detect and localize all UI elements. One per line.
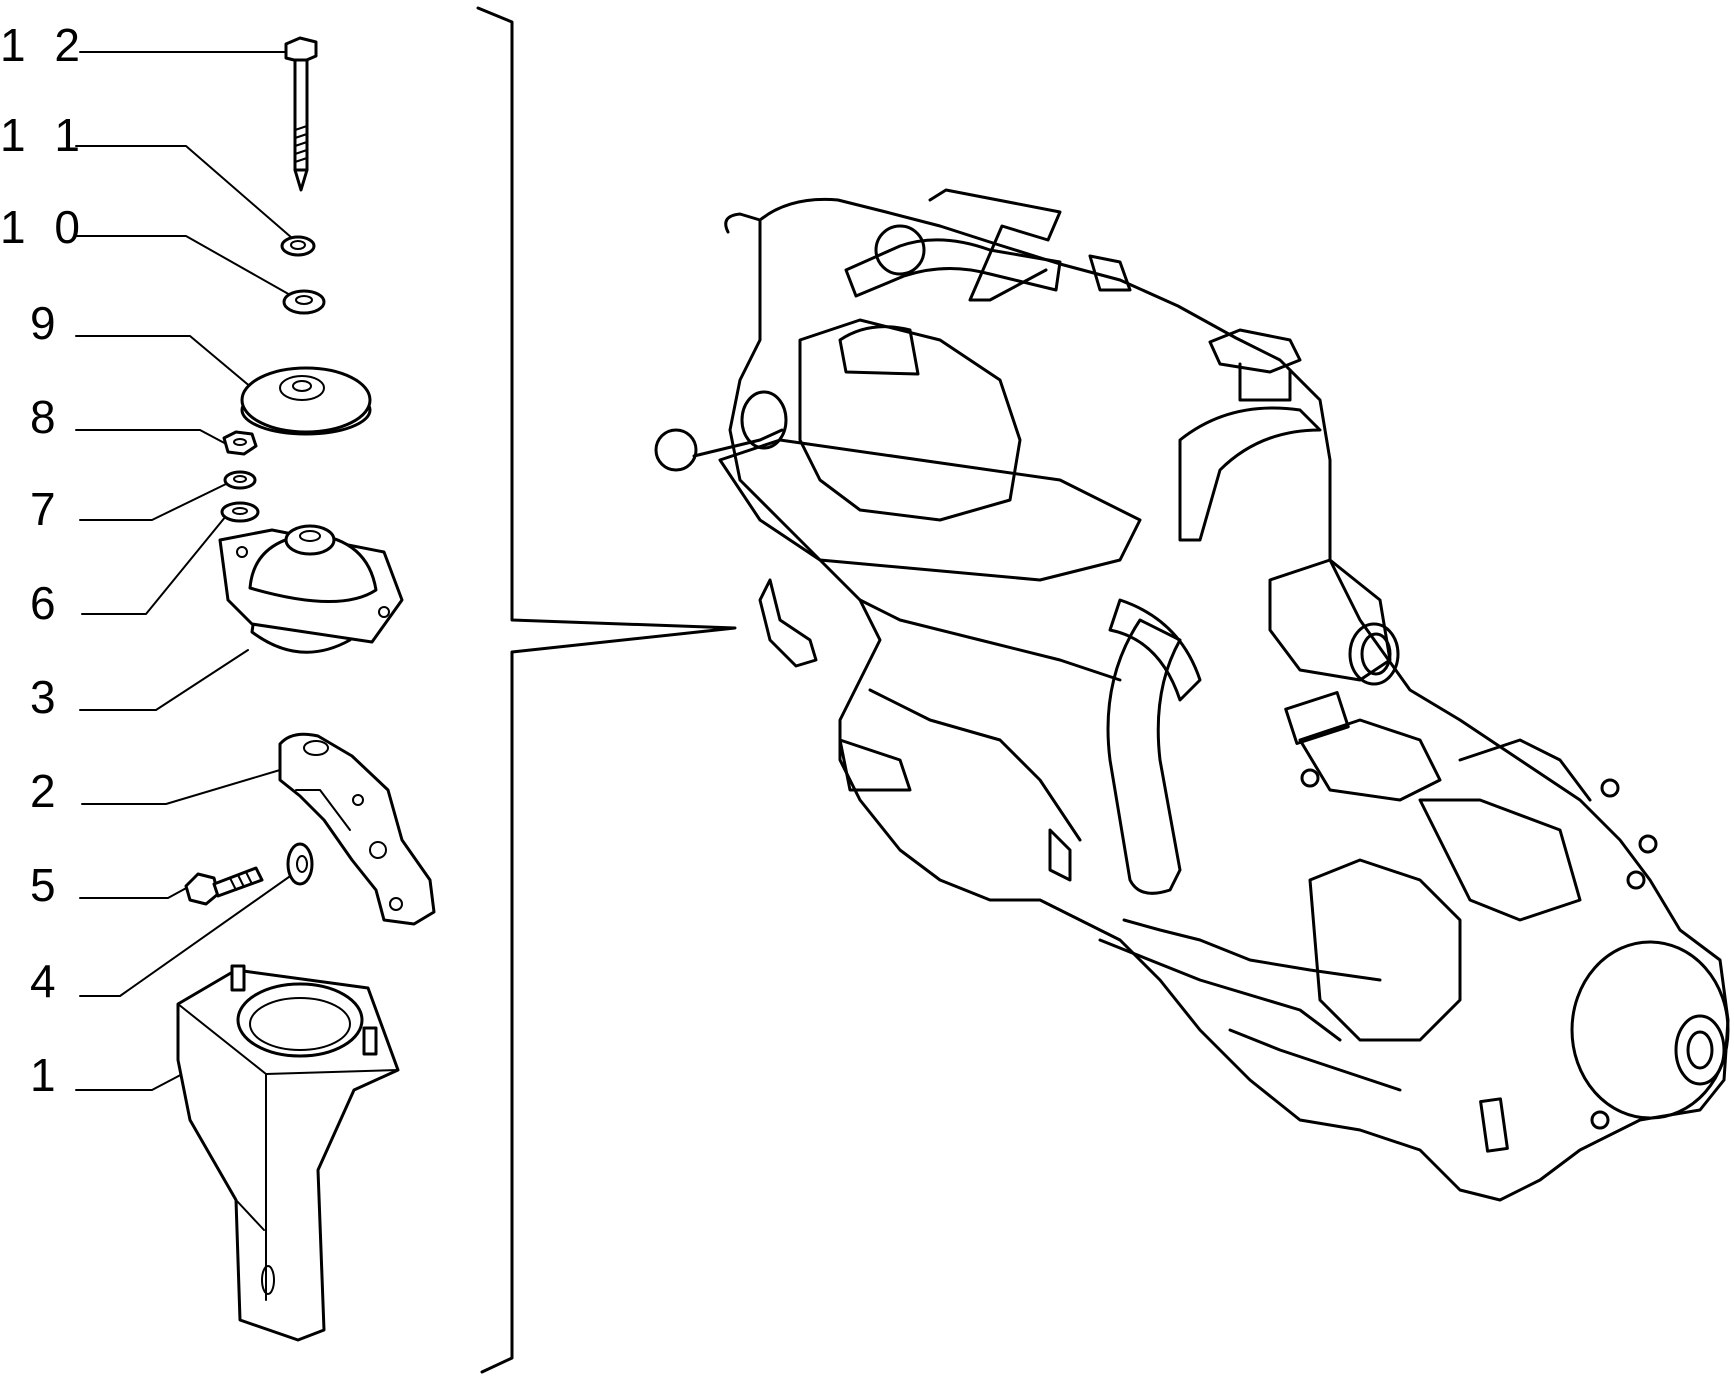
part-2-bracket <box>278 732 436 926</box>
part-1-mount-bracket <box>176 964 400 1342</box>
leader-line-3 <box>79 649 249 711</box>
callout-11: 1 1 <box>0 109 88 161</box>
part-10-washer <box>282 289 326 315</box>
callout-3: 3 <box>30 671 64 723</box>
leader-line-4 <box>79 871 297 997</box>
leader-line-8 <box>75 429 231 447</box>
part-11-lock-washer <box>280 235 316 257</box>
callout-1: 1 <box>30 1049 64 1101</box>
part-7-lock-washer <box>223 470 257 490</box>
part-9-rubber-cup <box>240 366 372 436</box>
leader-line-6 <box>81 515 227 615</box>
leader-line-10 <box>75 235 293 297</box>
part-12-bolt <box>284 36 318 192</box>
callout-8: 8 <box>30 391 64 443</box>
leader-line-5 <box>79 885 191 899</box>
callout-2: 2 <box>30 765 64 817</box>
callout-6: 6 <box>30 577 64 629</box>
leader-line-7 <box>79 483 227 521</box>
callout-12: 1 2 <box>0 19 88 71</box>
callout-4: 4 <box>30 955 64 1007</box>
dipstick-ring-icon <box>654 428 698 472</box>
leader-line-11 <box>75 145 293 239</box>
leader-line-2 <box>81 769 281 805</box>
part-5-bolt <box>184 866 264 906</box>
leader-line-1 <box>75 1069 191 1091</box>
engine-gearbox-assembly <box>654 188 1730 1202</box>
assembly-bracket <box>476 6 737 1374</box>
leader-line-9 <box>75 335 253 389</box>
part-3-rubber-mount <box>218 524 404 654</box>
callout-10: 1 0 <box>0 201 88 253</box>
part-4-washer <box>286 842 314 886</box>
leader-lines <box>75 51 297 1091</box>
callout-9: 9 <box>30 297 64 349</box>
part-8-nut <box>222 430 258 456</box>
part-6-washer <box>220 501 260 523</box>
callout-7: 7 <box>30 483 64 535</box>
callout-5: 5 <box>30 859 64 911</box>
